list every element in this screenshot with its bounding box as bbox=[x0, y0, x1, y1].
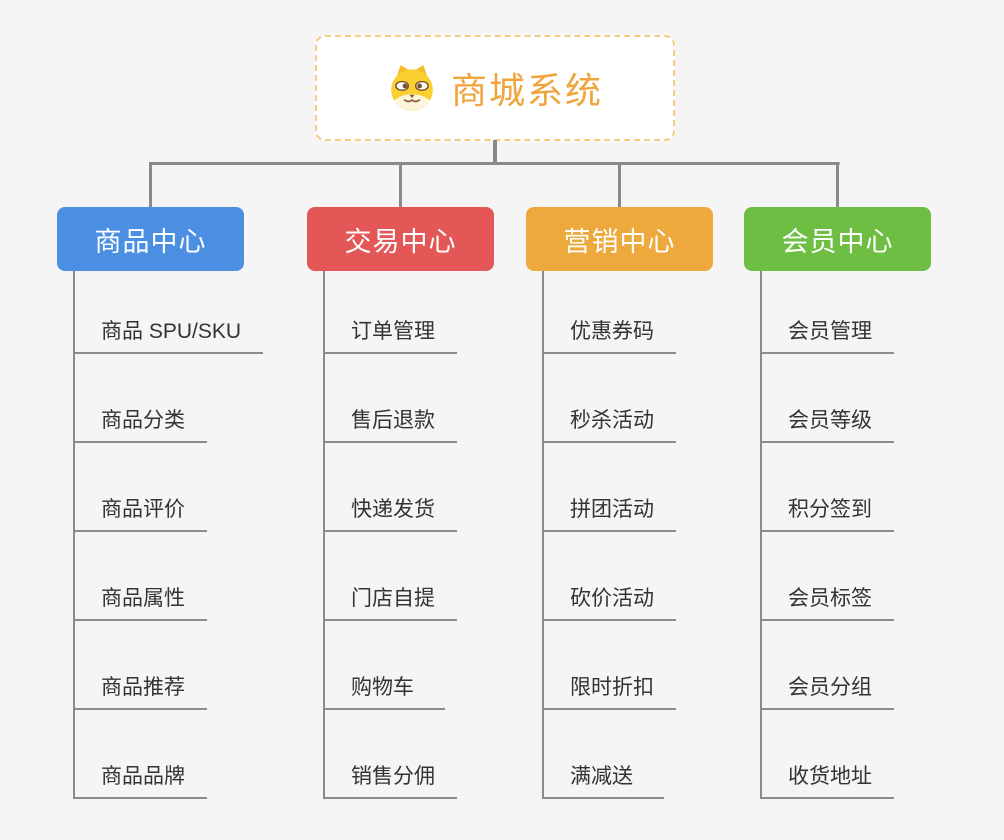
root-topic-label: 商城系统 bbox=[450, 70, 603, 111]
connector-drop-marketing bbox=[618, 162, 621, 207]
leaf-topic[interactable]: 会员管理 bbox=[762, 271, 894, 354]
branch-marketing-children: 优惠券码 秒杀活动 拼团活动 砍价活动 限时折扣 满减送 bbox=[542, 271, 676, 799]
connector-horizontal-bus bbox=[149, 162, 840, 165]
leaf-topic[interactable]: 会员等级 bbox=[762, 354, 894, 443]
branch-trade-children: 订单管理 售后退款 快递发货 门店自提 购物车 销售分佣 bbox=[323, 271, 457, 799]
branch-topic-marketing-center[interactable]: 营销中心 bbox=[526, 207, 713, 271]
leaf-topic[interactable]: 购物车 bbox=[325, 621, 445, 710]
leaf-topic[interactable]: 会员分组 bbox=[762, 621, 894, 710]
leaf-topic[interactable]: 满减送 bbox=[544, 710, 664, 799]
leaf-topic[interactable]: 快递发货 bbox=[325, 443, 457, 532]
connector-drop-trade bbox=[399, 162, 402, 207]
leaf-topic[interactable]: 门店自提 bbox=[325, 532, 457, 621]
leaf-topic[interactable]: 售后退款 bbox=[325, 354, 457, 443]
leaf-topic[interactable]: 收货地址 bbox=[762, 710, 894, 799]
leaf-topic[interactable]: 限时折扣 bbox=[544, 621, 676, 710]
leaf-topic[interactable]: 商品推荐 bbox=[75, 621, 207, 710]
leaf-topic[interactable]: 积分签到 bbox=[762, 443, 894, 532]
leaf-topic[interactable]: 拼团活动 bbox=[544, 443, 676, 532]
leaf-topic[interactable]: 订单管理 bbox=[325, 271, 457, 354]
connector-drop-product bbox=[149, 162, 152, 207]
leaf-topic[interactable]: 商品分类 bbox=[75, 354, 207, 443]
leaf-topic[interactable]: 秒杀活动 bbox=[544, 354, 676, 443]
leaf-topic[interactable]: 商品属性 bbox=[75, 532, 207, 621]
branch-member-children: 会员管理 会员等级 积分签到 会员标签 会员分组 收货地址 bbox=[760, 271, 894, 799]
dog-face-icon bbox=[391, 65, 433, 111]
leaf-topic[interactable]: 砍价活动 bbox=[544, 532, 676, 621]
branch-topic-member-center[interactable]: 会员中心 bbox=[744, 207, 931, 271]
leaf-topic[interactable]: 优惠券码 bbox=[544, 271, 676, 354]
connector-drop-member bbox=[836, 162, 839, 207]
leaf-topic[interactable]: 商品评价 bbox=[75, 443, 207, 532]
branch-topic-product-center[interactable]: 商品中心 bbox=[57, 207, 244, 271]
branch-topic-trade-center[interactable]: 交易中心 bbox=[307, 207, 494, 271]
connector-root-vertical bbox=[493, 140, 497, 165]
leaf-topic[interactable]: 商品品牌 bbox=[75, 710, 207, 799]
root-topic[interactable]: 商城系统 bbox=[315, 35, 675, 141]
branch-product-children: 商品 SPU/SKU 商品分类 商品评价 商品属性 商品推荐 商品品牌 bbox=[73, 271, 264, 799]
leaf-topic[interactable]: 会员标签 bbox=[762, 532, 894, 621]
leaf-topic[interactable]: 商品 SPU/SKU bbox=[75, 271, 264, 354]
leaf-topic[interactable]: 销售分佣 bbox=[325, 710, 457, 799]
